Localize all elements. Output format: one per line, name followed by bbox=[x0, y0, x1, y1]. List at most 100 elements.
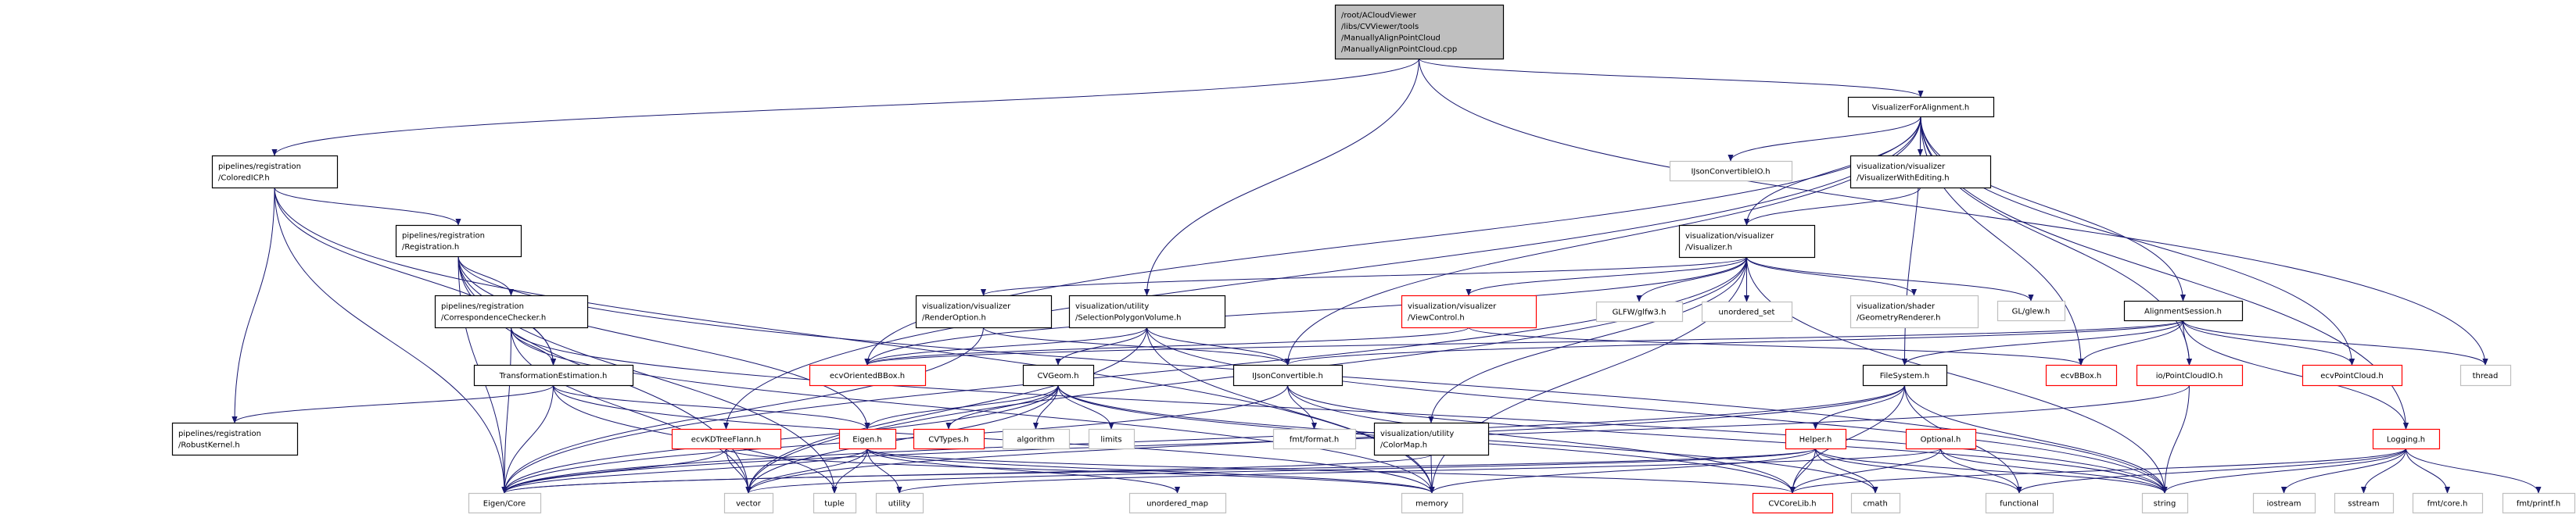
node-box bbox=[473, 364, 634, 387]
node-box bbox=[1401, 492, 1464, 514]
node-viewcontrol[interactable]: visualization/visualizer/ViewControl.h bbox=[1401, 295, 1537, 329]
node-visualizer[interactable]: visualization/visualizer/Visualizer.h bbox=[1678, 224, 1816, 259]
node-pcio[interactable]: io/PointCloudIO.h bbox=[2136, 364, 2244, 387]
node-label: /Registration.h bbox=[402, 243, 459, 252]
node-label: visualization/utility bbox=[1380, 430, 1454, 438]
edge-arrow bbox=[274, 187, 508, 494]
node-eigencore: Eigen/Core bbox=[468, 492, 542, 514]
edge-cvgeom-to-limits bbox=[1057, 384, 1114, 430]
edge-arrow bbox=[1419, 58, 1924, 98]
node-box bbox=[1128, 492, 1227, 514]
edge-logging-to-iostream bbox=[2280, 448, 2406, 494]
edge-arrow bbox=[2360, 448, 2406, 494]
edge-arrow bbox=[1146, 327, 1435, 494]
edge-arrow bbox=[1636, 256, 1747, 302]
node-label: functional bbox=[2000, 499, 2039, 508]
node-layer: /root/ACloudViewer/libs/CVViewer/tools/M… bbox=[171, 4, 2576, 514]
edge-arrow bbox=[231, 187, 275, 423]
edge-arrow bbox=[274, 187, 461, 226]
node-bbox[interactable]: ecvBBox.h bbox=[2045, 364, 2118, 387]
node-cvgeom[interactable]: CVGeom.h bbox=[1022, 364, 1095, 387]
edge-visualizer-to-glfw bbox=[1636, 256, 1747, 302]
node-registration[interactable]: pipelines/registration/Registration.h bbox=[395, 224, 522, 258]
edge-arrow bbox=[1743, 187, 1921, 226]
node-cvcorelib[interactable]: CVCoreLib.h bbox=[1752, 492, 1834, 514]
node-label: VisualizerForAlignment.h bbox=[1872, 103, 1970, 112]
edge-logging-to-functional bbox=[2016, 448, 2406, 494]
node-colormap[interactable]: visualization/utility/ColorMap.h bbox=[1373, 422, 1490, 456]
node-helper[interactable]: Helper.h bbox=[1785, 428, 1847, 450]
node-label: sstream bbox=[2348, 499, 2379, 508]
edge-arrow bbox=[2162, 384, 2190, 494]
edge-arrow bbox=[1920, 116, 2187, 302]
edge-arrow bbox=[501, 327, 511, 494]
node-box bbox=[1985, 492, 2054, 514]
node-renderoption[interactable]: visualization/visualizer/RenderOption.h bbox=[915, 295, 1053, 329]
node-corrchecker[interactable]: pipelines/registration/CorrespondenceChe… bbox=[434, 295, 589, 329]
edge-arrow bbox=[1419, 58, 2488, 366]
node-ijson[interactable]: IJsonConvertible.h bbox=[1232, 364, 1344, 387]
edge-pcio-to-string bbox=[2162, 384, 2190, 494]
node-pointcloud[interactable]: ecvPointCloud.h bbox=[2302, 364, 2403, 387]
node-optional[interactable]: Optional.h bbox=[1905, 428, 1977, 450]
node-obbox[interactable]: ecvOrientedBBox.h bbox=[809, 364, 927, 387]
edge-helper-to-memory bbox=[1429, 448, 1816, 494]
edge-root-to-selpoly bbox=[1143, 58, 1419, 296]
node-box bbox=[1849, 155, 1992, 189]
node-label: visualization/visualizer bbox=[1857, 163, 1946, 171]
edge-arrow bbox=[2183, 320, 2409, 430]
node-georender: visualization/shader/GeometryRenderer.h bbox=[1849, 295, 1979, 329]
node-uset: unordered_set bbox=[1701, 301, 1793, 323]
node-logging[interactable]: Logging.h bbox=[2372, 428, 2441, 450]
node-box bbox=[1752, 492, 1834, 514]
node-label: tuple bbox=[824, 499, 845, 508]
node-kdtree[interactable]: ecvKDTreeFlann.h bbox=[671, 428, 782, 450]
node-eigenh[interactable]: Eigen.h bbox=[838, 428, 897, 450]
edge-root-to-vfa bbox=[1419, 58, 1924, 98]
edge-arrow bbox=[1920, 116, 2355, 366]
edge-arrow bbox=[1743, 116, 1921, 226]
edge-kdtree-to-vector bbox=[726, 448, 752, 494]
node-box bbox=[1373, 422, 1490, 456]
node-label: /GeometryRenderer.h bbox=[1857, 314, 1940, 323]
node-box bbox=[468, 492, 542, 514]
edge-renderoption-to-ijson bbox=[983, 327, 1290, 366]
edge-arrow bbox=[1789, 448, 1941, 494]
node-label: pipelines/registration bbox=[218, 163, 301, 171]
node-filesystem[interactable]: FileSystem.h bbox=[1862, 364, 1948, 387]
edge-arrow bbox=[1287, 384, 2168, 494]
node-coloredicp[interactable]: pipelines/registration/ColoredICP.h bbox=[211, 155, 339, 189]
edge-cvgeom-to-algorithm bbox=[1032, 384, 1059, 430]
edge-visualizer-to-obbox bbox=[864, 256, 1747, 366]
edge-ijson-to-fmtformat bbox=[1287, 384, 1318, 430]
node-selpoly[interactable]: visualization/utility/SelectionPolygonVo… bbox=[1068, 295, 1226, 329]
node-box bbox=[813, 492, 857, 514]
edge-selpoly-to-cvgeom bbox=[1055, 327, 1147, 366]
edge-arrow bbox=[2406, 448, 2542, 494]
edge-coloredicp-to-registration bbox=[274, 187, 461, 226]
edge-logging-to-sstream bbox=[2360, 448, 2406, 494]
edge-arrow bbox=[1789, 448, 2406, 494]
node-limits: limits bbox=[1088, 428, 1136, 450]
edge-arrow bbox=[457, 255, 870, 430]
node-label: thread bbox=[2473, 372, 2499, 380]
edge-arrow bbox=[1940, 448, 2022, 494]
edge-optional-to-functional bbox=[1940, 448, 2022, 494]
node-label: /ViewControl.h bbox=[1408, 314, 1465, 323]
node-vfa[interactable]: VisualizerForAlignment.h bbox=[1847, 96, 1995, 118]
node-vwe[interactable]: visualization/visualizer/VisualizerWithE… bbox=[1849, 155, 1992, 189]
node-robustkernel[interactable]: pipelines/registration/RobustKernel.h bbox=[171, 422, 299, 456]
edge-arrow bbox=[726, 448, 1435, 494]
edge-arrow bbox=[1143, 58, 1419, 296]
node-transest[interactable]: TransformationEstimation.h bbox=[473, 364, 634, 387]
node-cvtypes[interactable]: CVTypes.h bbox=[913, 428, 985, 450]
edge-arrow bbox=[1789, 384, 1905, 494]
node-label: ecvKDTreeFlann.h bbox=[691, 435, 762, 444]
edge-arrow bbox=[274, 187, 557, 366]
node-alignsession[interactable]: AlignmentSession.h bbox=[2123, 300, 2244, 322]
edge-arrow bbox=[501, 384, 1905, 494]
edge-transest-to-eigencore bbox=[501, 384, 554, 494]
node-box bbox=[1595, 301, 1684, 323]
node-label: GLFW/glfw3.h bbox=[1613, 308, 1667, 316]
edge-logging-to-string bbox=[2162, 448, 2406, 494]
